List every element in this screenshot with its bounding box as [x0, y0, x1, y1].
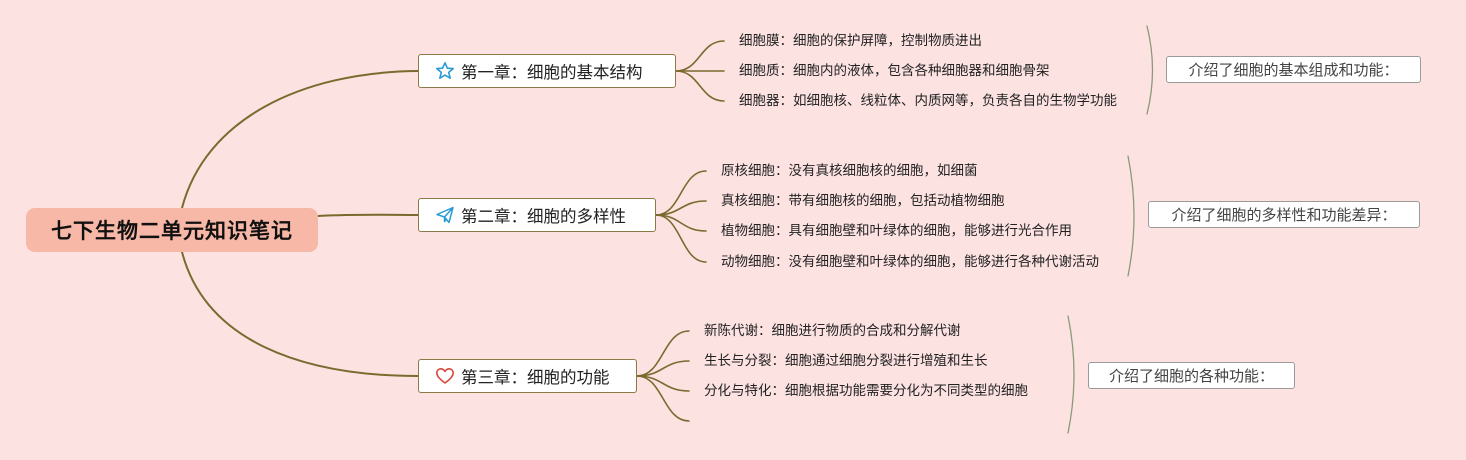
- chapter-1-title: 第一章：细胞的基本结构: [461, 63, 643, 82]
- chapter-2-item-3[interactable]: 植物细胞：具有细胞壁和叶绿体的细胞，能够进行光合作用: [721, 223, 1072, 239]
- root-to-chapter-1-line: [181, 70, 419, 209]
- chapter-1-summary-bracket: [1146, 25, 1154, 115]
- chapter-1-item-3[interactable]: 细胞器：如细胞核、线粒体、内质网等，负责各自的生物学功能: [739, 93, 1117, 109]
- root-title: 七下生物二单元知识笔记: [51, 219, 293, 243]
- chapter-2-item-4[interactable]: 动物细胞：没有细胞壁和叶绿体的细胞，能够进行各种代谢活动: [721, 254, 1099, 270]
- chapter-2-node[interactable]: 第二章：细胞的多样性: [418, 198, 656, 232]
- chapter-3-item-3[interactable]: 分化与特化：细胞根据功能需要分化为不同类型的细胞: [704, 383, 1028, 399]
- chapter-3-item-2[interactable]: 生长与分裂：细胞通过细胞分裂进行增殖和生长: [704, 353, 988, 369]
- chapter-2-item-2[interactable]: 真核细胞：带有细胞核的细胞，包括动植物细胞: [721, 193, 1005, 209]
- chapter-2-item-1[interactable]: 原核细胞：没有真核细胞核的细胞，如细菌: [721, 163, 978, 179]
- chapter-2-summary-bracket: [1127, 155, 1135, 277]
- chapter-3-leaf-1-line: [636, 330, 690, 377]
- chapter-3-summary[interactable]: 介绍了细胞的各种功能：: [1088, 362, 1295, 389]
- chapter-2-title: 第二章：细胞的多样性: [461, 207, 626, 226]
- root-topic[interactable]: 七下生物二单元知识笔记: [26, 208, 318, 252]
- chapter-1-item-2[interactable]: 细胞质：细胞内的液体，包含各种细胞器和细胞骨架: [739, 63, 1050, 79]
- chapter-3-leaf-4-line: [636, 375, 690, 422]
- root-to-chapter-2-line: [317, 213, 419, 217]
- chapter-3-summary-text: 介绍了细胞的各种功能：: [1108, 367, 1274, 385]
- chapter-3-title: 第三章：细胞的功能: [461, 368, 610, 387]
- chapter-1-leaf-3-line: [675, 70, 725, 102]
- root-to-chapter-3-line: [181, 251, 419, 377]
- chapter-1-item-1[interactable]: 细胞膜：细胞的保护屏障，控制物质进出: [739, 33, 982, 49]
- chapter-3-item-1[interactable]: 新陈代谢：细胞进行物质的合成和分解代谢: [704, 323, 961, 339]
- chapter-1-summary[interactable]: 介绍了细胞的基本组成和功能：: [1166, 56, 1421, 83]
- chapter-2-leaf-1-line: [655, 170, 707, 216]
- paper-plane-icon: [435, 205, 455, 225]
- chapter-1-summary-text: 介绍了细胞的基本组成和功能：: [1188, 61, 1399, 79]
- chapter-3-summary-bracket: [1067, 315, 1075, 434]
- chapter-3-node[interactable]: 第三章：细胞的功能: [418, 359, 637, 393]
- chapter-2-summary[interactable]: 介绍了细胞的多样性和功能差异：: [1148, 201, 1420, 228]
- chapter-1-node[interactable]: 第一章：细胞的基本结构: [418, 54, 676, 88]
- chapter-2-leaf-4-line: [655, 214, 707, 263]
- heart-icon: [435, 366, 455, 386]
- star-icon: [435, 61, 455, 81]
- chapter-2-summary-text: 介绍了细胞的多样性和功能差异：: [1171, 206, 1397, 224]
- chapter-1-leaf-1-line: [675, 40, 725, 72]
